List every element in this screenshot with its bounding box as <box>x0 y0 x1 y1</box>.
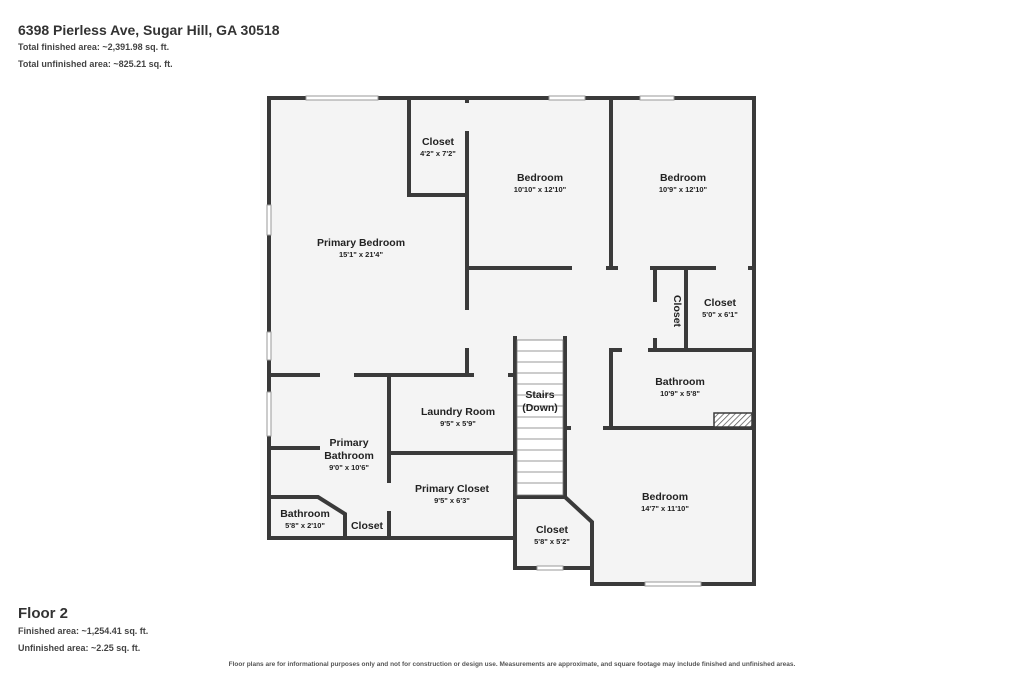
room-name-laundry: Laundry Room <box>421 406 495 418</box>
room-name-primary-bathroom-2: Bathroom <box>324 450 374 462</box>
room-name-closet-bottom: Closet <box>536 524 569 536</box>
room-name-bedroom-1: Bedroom <box>517 172 563 184</box>
stairs-treads <box>516 339 564 496</box>
total-finished-area: Total finished area: ~2,391.98 sq. ft. <box>18 42 170 52</box>
disclaimer: Floor plans are for informational purpos… <box>228 661 796 668</box>
room-dims-primary-bathroom: 9'0" x 10'6" <box>329 463 369 472</box>
room-dims-bedroom-2: 10'9" x 12'10" <box>659 185 708 194</box>
room-name-closet-small: Closet <box>351 520 384 532</box>
floor-unfinished-area: Unfinished area: ~2.25 sq. ft. <box>18 643 141 653</box>
room-name-primary-bathroom-1: Primary <box>329 437 368 449</box>
room-dims-bedroom-1: 10'10" x 12'10" <box>514 185 567 194</box>
room-dims-bathroom-right: 10'9" x 5'8" <box>660 389 700 398</box>
floor-title: Floor 2 <box>18 605 69 622</box>
room-dims-closet-bottom: 5'8" x 5'2" <box>534 537 570 546</box>
windows <box>266 95 702 587</box>
total-unfinished-area: Total unfinished area: ~825.21 sq. ft. <box>18 59 173 69</box>
room-name-bathroom-small: Bathroom <box>280 508 330 520</box>
room-name-bedroom-3: Bedroom <box>642 491 688 503</box>
room-name-stairs-direction: (Down) <box>522 402 558 414</box>
room-name-closet-vertical: Closet <box>671 295 683 328</box>
room-name-closet-top: Closet <box>422 136 455 148</box>
room-name-bedroom-2: Bedroom <box>660 172 706 184</box>
room-name-stairs: Stairs <box>525 389 554 401</box>
door-openings <box>320 103 748 516</box>
room-dims-closet-right: 5'0" x 6'1" <box>702 310 738 319</box>
room-name-primary-bedroom: Primary Bedroom <box>317 237 405 249</box>
unfinished-hatch <box>713 412 753 428</box>
room-name-primary-closet: Primary Closet <box>415 483 490 495</box>
address-title: 6398 Pierless Ave, Sugar Hill, GA 30518 <box>18 22 280 38</box>
room-dims-bedroom-3: 14'7" x 11'10" <box>641 504 689 513</box>
room-name-bathroom-right: Bathroom <box>655 376 705 388</box>
room-name-closet-right: Closet <box>704 297 737 309</box>
room-dims-bathroom-small: 5'8" x 2'10" <box>285 521 325 530</box>
room-dims-primary-bedroom: 15'1" x 21'4" <box>339 250 383 259</box>
floor-finished-area: Finished area: ~1,254.41 sq. ft. <box>18 626 149 636</box>
room-dims-laundry: 9'5" x 5'9" <box>440 419 476 428</box>
room-dims-primary-closet: 9'5" x 6'3" <box>434 496 470 505</box>
room-dims-closet-top: 4'2" x 7'2" <box>420 149 456 158</box>
